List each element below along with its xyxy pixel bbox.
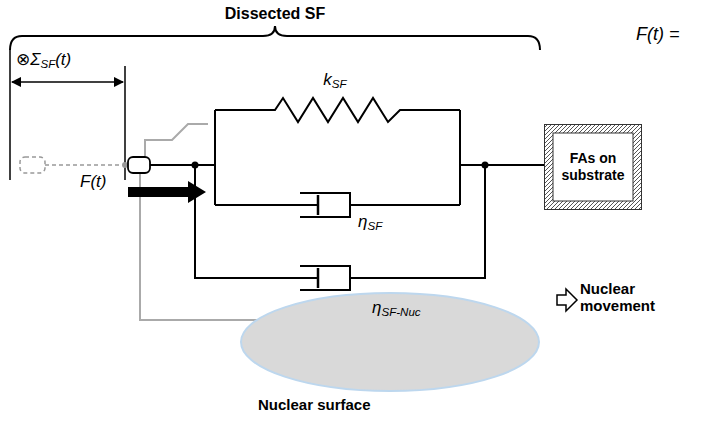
movement-label: Nuclear movement xyxy=(580,280,664,315)
piston-rod xyxy=(215,204,318,206)
frame-outline xyxy=(553,133,633,201)
force-arrow xyxy=(128,181,206,203)
sf-line xyxy=(350,204,460,206)
piston xyxy=(317,268,320,288)
displacement-arrow xyxy=(12,81,123,83)
spring-symbol xyxy=(215,98,460,122)
sf-line xyxy=(459,110,461,205)
node-text: FAs on substrate xyxy=(557,150,629,184)
clamp xyxy=(128,157,150,173)
nucleus-ellipse xyxy=(241,293,539,391)
ghost-clamp xyxy=(20,157,45,173)
sf-line xyxy=(460,164,485,166)
movement-arrow xyxy=(557,289,577,311)
piston-rod xyxy=(195,165,318,278)
sf-line xyxy=(150,164,215,166)
reference-line xyxy=(9,50,11,180)
viscosity-label: ηSF xyxy=(358,212,382,232)
dashpot-symbol xyxy=(300,266,350,290)
stiffness-label: kSF xyxy=(323,70,346,90)
viscosity-label: ηSF-Nuc xyxy=(372,298,421,318)
sf-line xyxy=(485,164,544,166)
sf-line xyxy=(214,110,216,205)
sf-line xyxy=(350,165,485,278)
title-label: Dissected SF xyxy=(225,5,325,23)
equation-label: F(t) = xyxy=(636,24,680,45)
dashpot-symbol xyxy=(300,193,350,217)
ghost-line xyxy=(45,164,122,166)
substrate-box: FAs on substrate xyxy=(544,124,642,210)
frame-outline xyxy=(545,125,642,210)
force-label: F(t) xyxy=(80,172,106,192)
hatched-frame xyxy=(549,129,638,206)
node-text: Nuclear surface xyxy=(258,396,371,413)
piston xyxy=(317,195,320,215)
brace xyxy=(10,26,540,50)
displacement-label: ⊗ΣSF(t) xyxy=(16,50,71,70)
grey-trace xyxy=(145,124,208,156)
